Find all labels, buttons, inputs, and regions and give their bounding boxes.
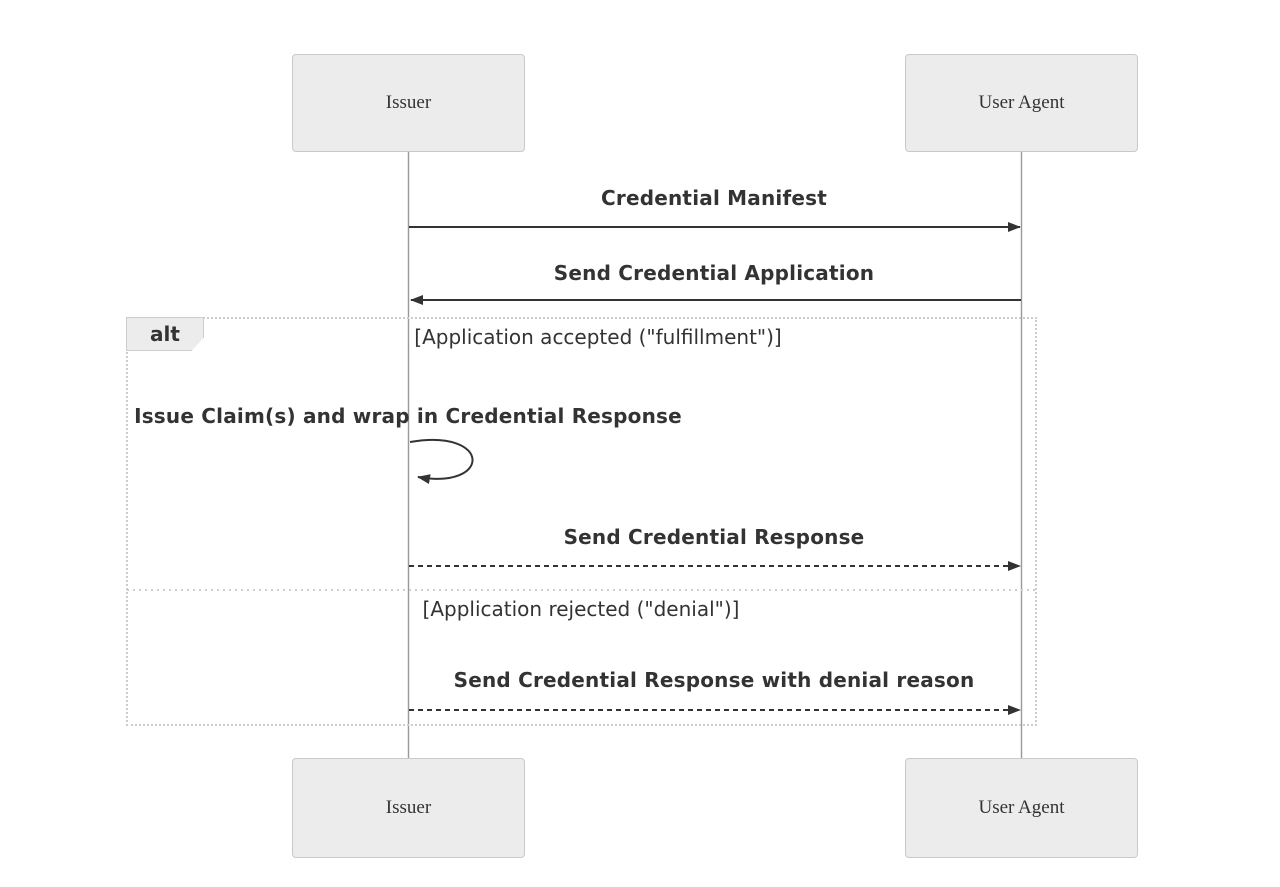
message-label-send-credential-application: Send Credential Application: [553, 261, 875, 285]
alt-fragment-label-text: alt: [150, 322, 180, 346]
actor-label-user-agent-bottom: User Agent: [978, 797, 1065, 818]
message-label-send-credential-response-denial: Send Credential Response with denial rea…: [453, 668, 975, 692]
actor-box-issuer-bottom: Issuer: [292, 758, 525, 858]
alt-condition-accepted: [Application accepted ("fulfillment")]: [414, 325, 782, 349]
actor-label-issuer-top: Issuer: [385, 92, 432, 113]
actor-box-user-agent-bottom: User Agent: [905, 758, 1138, 858]
message-label-credential-manifest: Credential Manifest: [601, 186, 827, 210]
message-label-issue-claims-self: Issue Claim(s) and wrap in Credential Re…: [134, 404, 682, 428]
alt-fragment-frame: [126, 317, 1037, 726]
actor-box-user-agent-top: User Agent: [905, 54, 1138, 152]
alt-fragment-label: alt: [126, 317, 204, 351]
actor-label-issuer-bottom: Issuer: [385, 797, 432, 818]
message-label-send-credential-response: Send Credential Response: [563, 525, 865, 549]
actor-box-issuer-top: Issuer: [292, 54, 525, 152]
alt-condition-rejected: [Application rejected ("denial")]: [422, 597, 740, 621]
arrow-self-loop-issue-claims: [409, 439, 474, 484]
actor-label-user-agent-top: User Agent: [978, 92, 1065, 113]
